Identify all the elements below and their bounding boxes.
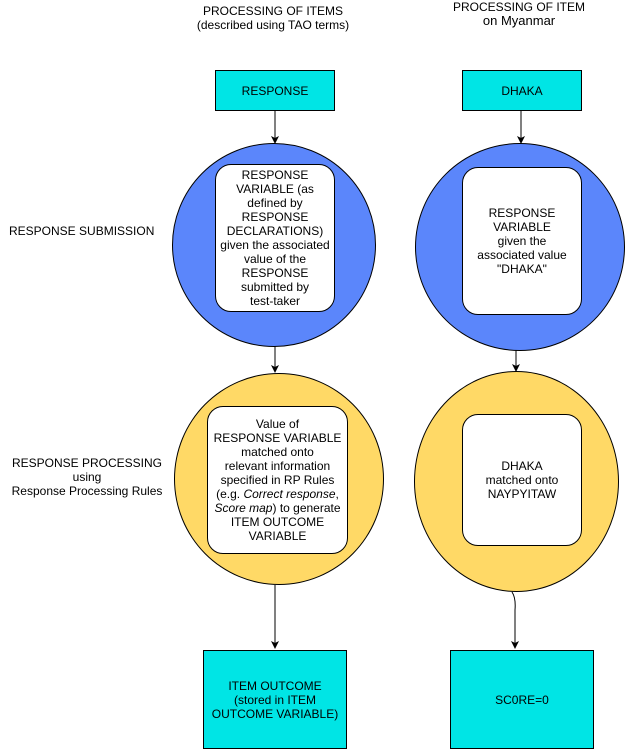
left-processing-text-box: Value of RESPONSE VARIABLE matched onto … <box>207 406 348 554</box>
example-prefix: (e.g. <box>216 487 244 501</box>
right-submission-line: given the <box>497 234 547 248</box>
right-score-box: SC0RE=0 <box>450 650 594 749</box>
right-submission-line: associated value <box>477 248 567 262</box>
score-map-term: Score map <box>214 501 273 515</box>
right-submission-line: VARIABLE <box>493 220 551 234</box>
left-submission-line: value of the <box>243 252 307 266</box>
right-submission-line: "DHAKA" <box>497 262 547 276</box>
left-column-header: PROCESSING OF ITEMS (described using TAO… <box>178 4 368 32</box>
left-processing-line: Score map) to generate <box>214 501 342 515</box>
arrow-right-3 <box>511 591 519 649</box>
left-processing-line: Value of <box>255 417 300 431</box>
left-response-box-label: RESPONSE <box>241 83 309 98</box>
left-submission-line: defined by <box>247 196 303 210</box>
right-processing-line: NAYPYITAW <box>487 487 557 501</box>
left-processing-line: VARIABLE <box>248 529 307 543</box>
left-processing-line: relevant information <box>224 459 331 473</box>
left-processing-line: specified in RP Rules <box>220 473 335 487</box>
left-submission-line: submitted by <box>240 280 310 294</box>
example-comma: , <box>335 487 339 501</box>
left-submission-line: test-taker <box>249 294 300 308</box>
right-header-line1: PROCESSING OF ITEM <box>452 0 585 14</box>
row-label-processing: RESPONSE PROCESSING using Response Proce… <box>4 456 170 498</box>
right-dhaka-box-label: DHAKA <box>501 83 543 98</box>
left-response-box: RESPONSE <box>215 70 335 111</box>
left-submission-text-box: RESPONSE VARIABLE (as defined by RESPONS… <box>215 164 335 312</box>
right-submission-line: RESPONSE <box>488 206 556 220</box>
right-column-header: PROCESSING OF ITEM on Myanmar <box>444 0 594 28</box>
score-label: SC0RE=0 <box>495 692 549 707</box>
left-item-outcome-box: ITEM OUTCOME (stored in ITEM OUTCOME VAR… <box>203 650 347 749</box>
left-processing-line: ITEM OUTCOME <box>230 515 325 529</box>
left-submission-line: given the associated <box>220 238 330 252</box>
left-processing-line: matched onto <box>241 445 314 459</box>
left-processing-line: RESPONSE VARIABLE <box>213 431 342 445</box>
item-outcome-line: OUTCOME VARIABLE) <box>211 706 339 721</box>
right-processing-line: matched onto <box>485 473 559 487</box>
left-submission-line: RESPONSE <box>241 210 309 224</box>
row-label-processing-line1: RESPONSE PROCESSING <box>11 456 163 470</box>
left-header-line2: (described using TAO terms) <box>196 18 350 32</box>
right-processing-text-box: DHAKA matched onto NAYPYITAW <box>462 414 582 546</box>
correct-response-term: Correct response <box>243 487 336 501</box>
right-header-line2: on Myanmar <box>482 13 556 28</box>
row-label-processing-line3: Response Processing Rules <box>11 484 163 498</box>
row-label-submission: RESPONSE SUBMISSION <box>9 224 155 238</box>
left-header-line1: PROCESSING OF ITEMS <box>202 4 343 18</box>
left-submission-line: RESPONSE <box>241 168 309 182</box>
left-submission-line: RESPONSE <box>241 266 309 280</box>
generate-text: ) to generate <box>272 501 341 515</box>
right-submission-text-box: RESPONSE VARIABLE given the associated v… <box>462 167 582 315</box>
right-processing-line: DHAKA <box>501 459 543 473</box>
left-submission-line: DECLARATIONS) <box>226 224 324 238</box>
right-dhaka-box: DHAKA <box>462 70 582 111</box>
left-processing-line: (e.g. Correct response, <box>214 487 342 501</box>
row-label-processing-line2: using <box>72 470 102 484</box>
item-outcome-line: (stored in ITEM <box>233 692 317 707</box>
item-outcome-line: ITEM OUTCOME <box>228 678 322 693</box>
left-submission-line: VARIABLE (as <box>236 182 314 196</box>
